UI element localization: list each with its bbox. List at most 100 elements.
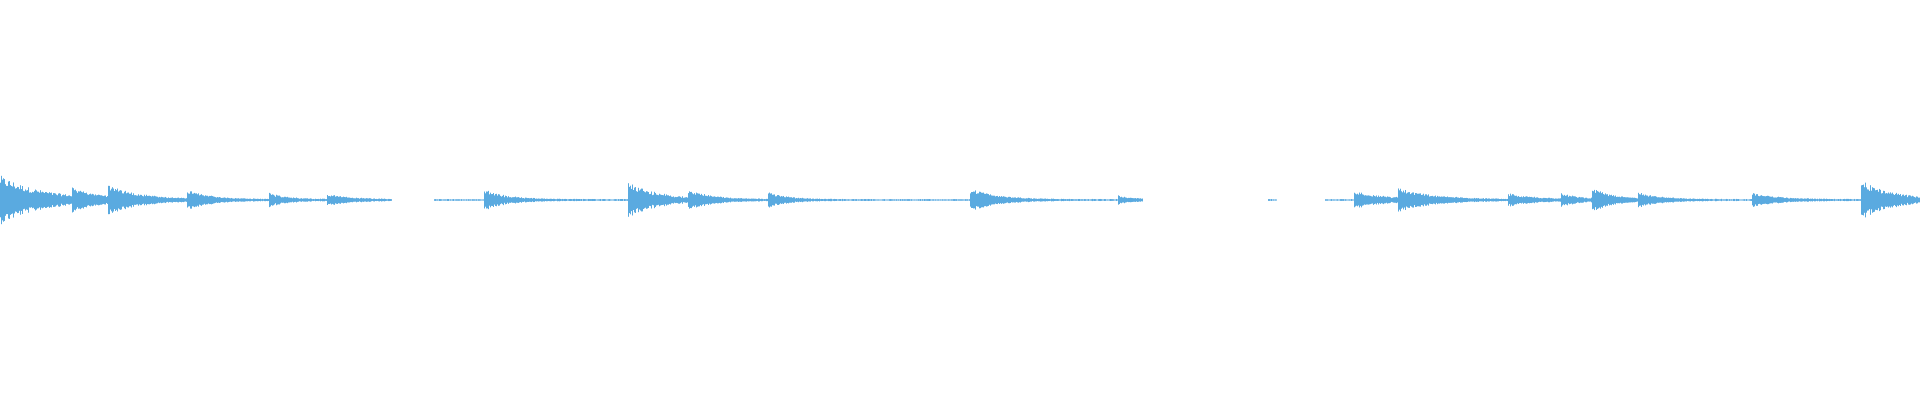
waveform-sample [120,190,121,210]
waveform-sample [1118,195,1119,205]
waveform-sample [836,199,837,201]
waveform-sample [1680,198,1681,202]
waveform-sample [1698,199,1699,201]
waveform-sample [71,196,72,204]
waveform-sample [526,197,527,203]
waveform-sample [81,191,82,209]
waveform-sample [357,198,358,202]
waveform-sample [296,197,297,203]
waveform-sample [211,195,212,205]
waveform-sample [1646,195,1647,205]
waveform-sample [962,199,963,201]
waveform-sample [670,195,671,205]
waveform-sample [155,196,156,204]
waveform-sample [47,192,48,208]
waveform-sample [1825,199,1826,201]
waveform-sample [943,199,944,201]
waveform-sample [23,190,24,210]
waveform-sample [304,198,305,202]
waveform-sample [1488,198,1489,202]
waveform-sample [486,191,487,209]
waveform-sample [228,197,229,203]
waveform-sample [1659,197,1660,203]
waveform-sample [1785,198,1786,202]
waveform-sample [1553,198,1554,202]
waveform-sample [575,199,576,201]
waveform-sample [1444,196,1445,204]
waveform-sample [488,190,489,210]
waveform-sample [709,196,710,204]
waveform-sample [1439,196,1440,204]
waveform-sample [505,195,506,205]
waveform-sample [676,197,677,203]
waveform-sample [305,198,306,202]
waveform-sample [1045,198,1046,202]
waveform-sample [124,191,125,209]
waveform-sample [73,188,74,212]
waveform-sample [1581,197,1582,203]
waveform-sample [1735,199,1736,201]
waveform-sample [1475,198,1476,202]
waveform-sample [1717,199,1718,201]
waveform-sample [545,198,546,202]
waveform-sample [669,196,670,204]
waveform-sample [803,198,804,202]
waveform-sample [198,193,199,207]
waveform-sample [748,198,749,202]
waveform-sample [927,199,928,201]
waveform-sample [94,195,95,205]
waveform-sample [344,196,345,204]
waveform-sample [1684,198,1685,202]
waveform-sample [1917,196,1918,204]
waveform-sample [478,199,479,201]
waveform-sample [691,191,692,209]
waveform-sample [1391,198,1392,202]
waveform-sample [914,199,915,201]
waveform-sample [1015,197,1016,203]
waveform-sample [720,196,721,204]
waveform-sample [14,186,15,214]
waveform-sample [204,196,205,204]
waveform-sample [1887,193,1888,207]
waveform-sample [597,199,598,201]
waveform-sample [1276,199,1277,201]
waveform-sample [1768,195,1769,205]
waveform-sample [313,198,314,202]
waveform-sample [1523,196,1524,204]
waveform-sample [1583,197,1584,203]
waveform-sample [587,199,588,201]
waveform-sample [1499,198,1500,202]
waveform-sample [1412,192,1413,208]
waveform-sample [1040,198,1041,202]
waveform-sample [1036,198,1037,202]
waveform-sample [1899,195,1900,205]
waveform-sample [1832,199,1833,201]
waveform-sample [297,198,298,202]
waveform-sample [1598,191,1599,209]
waveform-sample [577,199,578,201]
waveform-sample [1610,195,1611,205]
waveform-sample [1778,196,1779,204]
waveform-sample [336,196,337,204]
waveform-sample [1760,195,1761,205]
waveform-sample [315,198,316,202]
waveform-sample [475,199,476,201]
waveform-sample [1762,195,1763,205]
waveform-sample [772,194,773,206]
waveform-sample [125,190,126,210]
waveform-sample [1428,194,1429,206]
waveform-sample [1060,199,1061,201]
waveform-sample [1835,199,1836,201]
waveform-sample [1526,196,1527,204]
waveform-sample [1850,198,1851,202]
waveform-sample [536,198,537,202]
waveform-sample [1101,199,1102,201]
waveform-sample [1882,193,1883,207]
waveform-sample [1864,187,1865,213]
waveform-sample [1669,197,1670,203]
waveform-sample [831,198,832,202]
waveform-sample [1705,198,1706,202]
waveform-sample [1068,199,1069,201]
waveform-sample [1794,198,1795,202]
